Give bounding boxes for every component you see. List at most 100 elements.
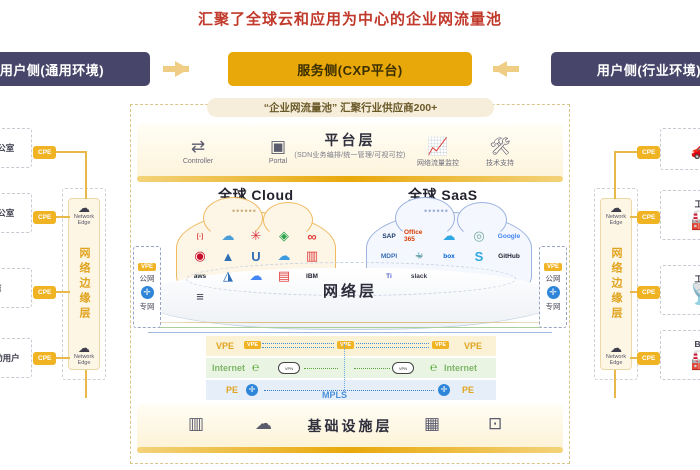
platform-layer-bar <box>137 176 563 182</box>
header-box-right[interactable]: 用户侧(行业环境) <box>551 52 700 86</box>
ucloud-logo-glyph: U <box>251 248 261 264</box>
docker-logo-text: 🐳 <box>414 253 424 260</box>
traffic-monitor-icon[interactable]: 📈 网络流量监控 <box>408 137 468 168</box>
traffic-monitor-label: 网络流量监控 <box>417 160 459 167</box>
vpe-badge: VPE <box>137 262 156 271</box>
cpe-badge-factory[interactable]: CPE <box>637 211 661 224</box>
cpe-badge-vehicle[interactable]: CPE <box>637 146 661 159</box>
supplier-subtitle-pill: “企业网流量池” 汇聚行业供应商200+ <box>207 98 494 117</box>
mpls-label: MPLS <box>322 390 348 400</box>
endpoint-label: 门店 <box>0 283 2 293</box>
endpoint-vehicle[interactable]: 🚗 <box>660 128 700 170</box>
tech-support-icon[interactable]: 🛠 技术支持 <box>470 137 530 168</box>
network-line-blue <box>148 332 552 333</box>
pe-label-left: PE <box>226 385 239 395</box>
internet-explorer-icon-left: ℮ <box>252 360 260 374</box>
datacenter-cloud-icon: ☁ <box>255 414 272 433</box>
endpoint-label: B2B <box>694 339 700 349</box>
teams-logo-text: Ti <box>386 272 392 280</box>
pe-router-icon-left <box>246 384 258 396</box>
endpoint-b2b[interactable]: B2B 🏭 <box>660 330 700 380</box>
controller-glyph: ⇄ <box>190 137 206 156</box>
oracle-logo: ∞ <box>298 226 326 246</box>
traffic-monitor-glyph: 📈 <box>427 137 449 156</box>
router-icon <box>140 285 154 299</box>
docker-logo: 🐳 <box>404 246 434 266</box>
infrastructure-layer-bar <box>137 447 563 453</box>
network-edge-column-right[interactable]: ☁ Network Edge 网络边缘层 ☁ Network Edge <box>600 198 632 370</box>
cpe-badge-branch[interactable]: CPE <box>33 211 57 224</box>
cloud-glyph: ☁ <box>77 341 90 355</box>
cpe-badge-b2b[interactable]: CPE <box>637 352 661 365</box>
google-logo-text: Google <box>497 232 521 240</box>
network-edge-label-2: Edge <box>609 360 623 366</box>
network-edge-label-2: Edge <box>609 220 623 226</box>
mpls-vertical-link <box>344 344 345 392</box>
huawei-logo: ✳ <box>242 226 270 246</box>
endpoint-store[interactable]: 门店 <box>0 268 32 308</box>
endpoint-factory[interactable]: 工厂 🏭 <box>660 190 700 240</box>
vpe-link-right <box>356 343 429 344</box>
google-cloud-logo: ☁ <box>242 266 270 286</box>
header-box-left[interactable]: 用户侧(通用环境) <box>0 52 150 86</box>
oracle-logo-glyph: ∞ <box>307 228 317 244</box>
salesforce-cloud-logo-glyph: ☁ <box>277 248 291 263</box>
network-edge-label-1: Network <box>605 214 627 220</box>
endpoint-remote-user[interactable]: 远程/移动用户 <box>0 338 32 378</box>
cpe-badge-store[interactable]: CPE <box>33 286 57 299</box>
network-edge-vertical-text: 网络边缘层 <box>610 246 622 322</box>
header-box-service[interactable]: 服务侧(CXP平台) <box>228 52 472 86</box>
azure-logo: ▲ <box>214 246 242 266</box>
endpoint-branch-office[interactable]: 分支办公室 <box>0 193 32 233</box>
vpe-mini-badge-left: VPE <box>244 341 262 349</box>
network-edge-cloud-icon: ☁ Network Edge <box>606 342 626 366</box>
vpe-link-left <box>262 343 334 344</box>
pe-router-icon-right <box>438 384 450 396</box>
ibm-logo-text: IBM <box>306 272 318 280</box>
switch-icon: ▦ <box>424 414 441 433</box>
network-edge-column-left[interactable]: ☁ Network Edge 网络边缘层 ☁ Network Edge <box>68 198 100 370</box>
cpe-badge-hq[interactable]: CPE <box>33 146 57 159</box>
endpoint-label: 远程/移动用户 <box>0 353 20 363</box>
menu-logo: ≡ <box>186 286 214 306</box>
network-layer-title: 网络层 <box>322 283 377 300</box>
endpoint-label: 分支办公室 <box>0 208 15 218</box>
baidu-cloud-logo: ▤ <box>270 266 298 286</box>
pe-mpls-link <box>264 390 434 391</box>
skype-logo-glyph: S <box>474 248 484 264</box>
pe-label-right: PE <box>462 385 475 395</box>
connector-hq <box>50 151 86 153</box>
vpe-box-left[interactable]: VPE 公网 专网 <box>133 246 161 328</box>
mdpi-logo: MDPI <box>374 246 404 266</box>
endpoint-industrial[interactable]: 工业 📡 <box>660 265 700 315</box>
slack-logo: slack <box>404 266 434 286</box>
salesforce-logo-glyph: ☁ <box>442 228 456 243</box>
sap-logo-text: SAP <box>382 232 396 240</box>
tech-support-glyph: 🛠 <box>489 137 511 156</box>
connector-vehicle-v <box>614 151 616 199</box>
network-edge-label-1: Network <box>73 214 95 220</box>
page-title: 汇聚了全球云和应用为中心的企业网流量池 <box>197 11 502 28</box>
vpe-link-right-b <box>356 347 429 348</box>
cpe-badge-remote[interactable]: CPE <box>33 352 57 365</box>
slack-logo-text: slack <box>410 272 428 280</box>
cpe-badge-industrial[interactable]: CPE <box>637 286 661 299</box>
salesforce-logo: ☁ <box>434 226 464 246</box>
azure-logo-glyph: ▲ <box>221 248 235 264</box>
ctyun-logo: ◉ <box>186 246 214 266</box>
portal-icon[interactable]: ▣ Portal <box>248 137 308 165</box>
controller-icon[interactable]: ⇄ Controller <box>168 137 228 165</box>
vpe-box-right[interactable]: VPE 公网 专网 <box>539 246 567 328</box>
infrastructure-layer-band <box>137 404 563 452</box>
factory-icon: 🏭 <box>691 209 700 231</box>
vpe-public-label: 公网 <box>545 273 561 283</box>
endpoint-hq-office[interactable]: 总部办公室 <box>0 128 32 168</box>
arrow-left-icon <box>493 61 519 77</box>
internet-explorer-icon-right: ℮ <box>430 360 438 374</box>
platform-layer-band <box>137 124 563 182</box>
storage-icon: ⊡ <box>488 414 503 433</box>
tencent-logo: ▥ <box>298 246 326 266</box>
portal-label: Portal <box>268 158 288 165</box>
edge-dash-right <box>594 188 638 380</box>
endpoint-label: 工业 <box>694 274 700 284</box>
